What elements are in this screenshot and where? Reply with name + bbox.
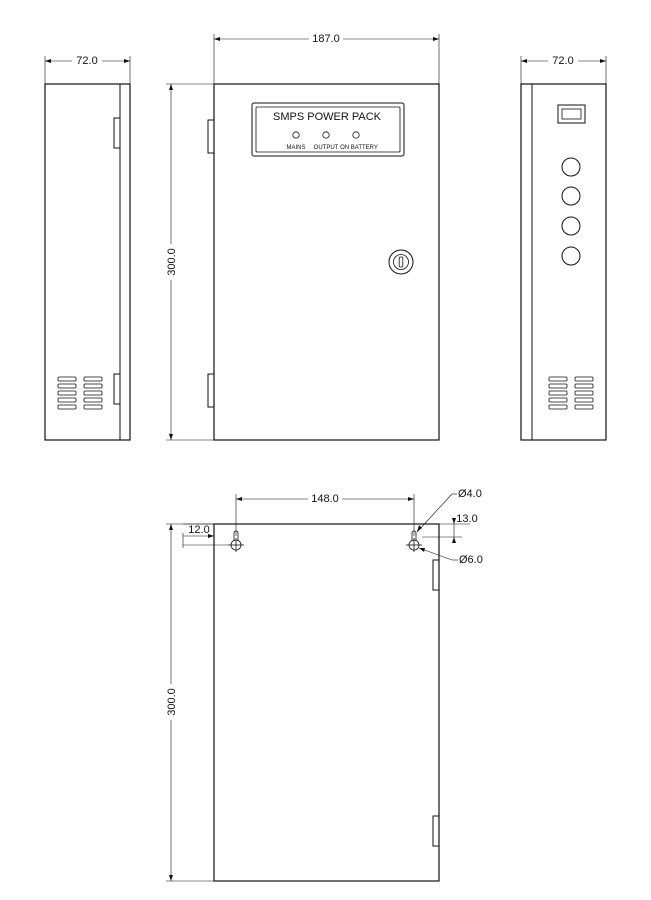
front-view: SMPS POWER PACK MAINS OUTPUT ON BATTERY … [164,32,440,441]
left-side-view: 72.0 [44,54,131,441]
battery-led-icon [352,131,360,139]
output-led-icon [322,131,330,139]
right-vent-grille [548,376,594,410]
display-window-icon [557,104,586,124]
right-side-width-label: 72.0 [552,55,573,67]
front-width-dimension: 187.0 [213,32,440,84]
breaker-4-icon [561,246,581,266]
left-side-width-label: 72.0 [76,55,97,67]
nameplate-title: SMPS POWER PACK [273,111,382,123]
front-height-label: 300.0 [166,248,178,276]
rear-hole-top-label: 13.0 [456,513,477,525]
rear-hole-offset-label: 12.0 [188,524,209,536]
right-side-width-dimension: 72.0 [520,54,607,84]
rear-hole-diameter-label: Ø6.0 [459,554,483,566]
rear-view: 148.0 12.0 13.0 Ø4.0 [164,488,483,882]
rear-slot-diameter-label: Ø4.0 [458,488,482,500]
nameplate: SMPS POWER PACK MAINS OUTPUT ON BATTERY [251,102,405,157]
front-height-dimension: 300.0 [164,83,214,441]
door-lock-icon [388,249,414,275]
rear-hole-top-dimension: 13.0 [422,513,478,543]
breaker-1-icon [561,157,581,177]
left-top-hinge [113,117,121,149]
rear-hole-spacing-label: 148.0 [311,493,339,505]
left-bottom-hinge [113,373,121,405]
battery-led-label: ON BATTERY [340,145,378,151]
breaker-2-icon [561,186,581,206]
mains-led-label: MAINS [286,145,305,151]
right-keyhole-slot-icon [406,530,422,552]
rear-top-hinge [432,559,440,591]
rear-slot-diameter-callout: Ø4.0 [416,488,482,533]
rear-hole-spacing-dimension: 148.0 [235,492,415,536]
rear-bottom-hinge [432,815,440,847]
rear-height-label: 300.0 [166,688,178,716]
rear-height-dimension: 300.0 [164,523,214,882]
rear-hole-diameter-callout: Ø6.0 [418,547,483,566]
front-width-label: 187.0 [312,33,340,45]
output-led-label: OUTPUT [314,145,339,151]
left-vent-grille [57,376,103,410]
front-bottom-hinge [207,373,215,408]
mains-led-icon [292,131,300,139]
front-top-hinge [207,119,215,154]
breaker-3-icon [561,216,581,236]
left-side-width-dimension: 72.0 [44,54,131,84]
right-side-view: 72.0 [520,54,607,441]
